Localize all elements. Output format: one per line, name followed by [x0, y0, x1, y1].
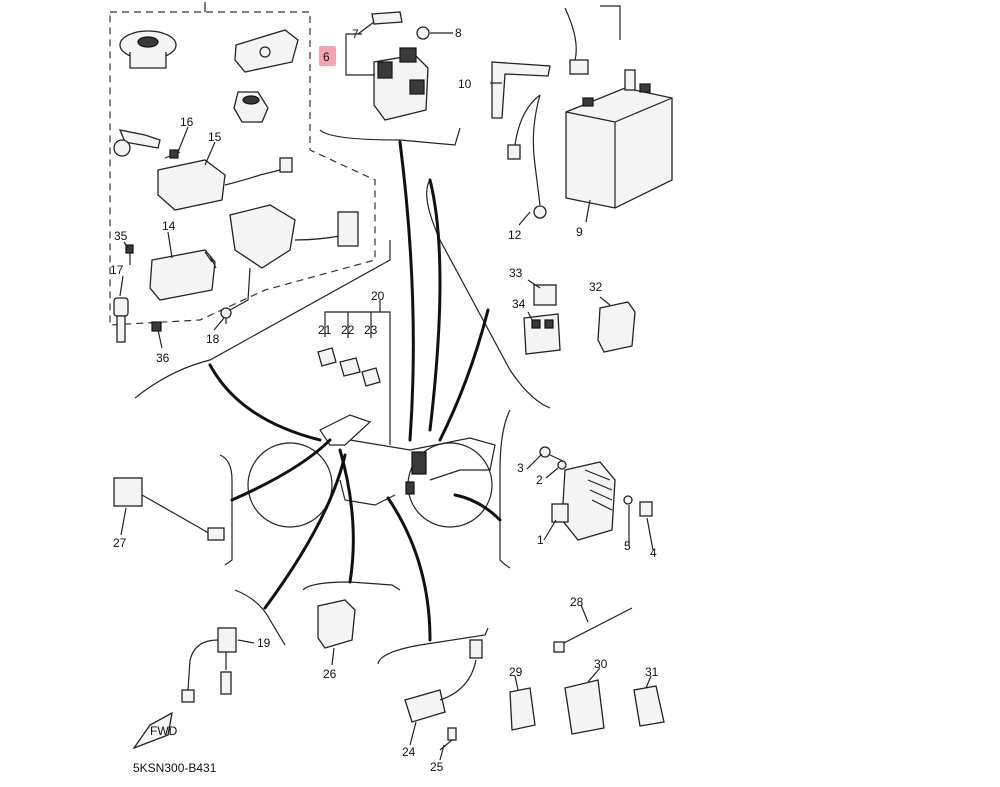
screw-36: [151, 321, 162, 332]
clip-4: [639, 501, 653, 517]
bolt-16: [169, 149, 179, 159]
callout-9[interactable]: 9: [576, 225, 583, 239]
main-switch-cover: [119, 30, 177, 69]
relay-26: [317, 599, 356, 649]
callout-7[interactable]: 7: [352, 27, 359, 41]
cable-tie-28: [553, 607, 633, 653]
callout-22[interactable]: 22: [341, 323, 355, 337]
callout-2[interactable]: 2: [536, 473, 543, 487]
callout-20[interactable]: 20: [371, 289, 385, 303]
clamp-29: [509, 687, 536, 731]
rectifier-regulator: [551, 461, 616, 541]
callout-32[interactable]: 32: [589, 280, 603, 294]
fwd-label: FWD: [150, 724, 178, 738]
key-17: [113, 297, 129, 343]
callout-19[interactable]: 19: [257, 636, 271, 650]
connector-23: [361, 367, 381, 387]
cdi-unit: [149, 249, 217, 301]
relay-33: [533, 284, 557, 306]
callout-27[interactable]: 27: [113, 536, 127, 550]
callout-10[interactable]: 10: [458, 77, 472, 91]
callout-25[interactable]: 25: [430, 760, 444, 774]
ignition-group-frame: [109, 2, 376, 326]
callout-16[interactable]: 16: [180, 115, 194, 129]
bolt-3: [539, 446, 566, 463]
battery-lead-12: [507, 94, 547, 219]
callout-30[interactable]: 30: [594, 657, 608, 671]
callout-24[interactable]: 24: [402, 745, 416, 759]
washer-5: [623, 495, 633, 505]
screw-35: [125, 244, 134, 265]
connector-21: [317, 347, 337, 367]
washer-2: [557, 460, 567, 470]
highlight-marker: [319, 46, 336, 66]
switch-24: [404, 639, 483, 723]
battery: [565, 69, 673, 209]
callout-15[interactable]: 15: [208, 130, 222, 144]
group-borders: [134, 127, 551, 665]
leader-lines: [119, 21, 654, 761]
battery-band: [491, 61, 551, 119]
callout-6[interactable]: 6: [323, 50, 330, 64]
callout-18[interactable]: 18: [206, 332, 220, 346]
fuse-7: [371, 11, 403, 25]
callout-17[interactable]: 17: [110, 263, 124, 277]
seat-lock-bracket: [234, 29, 299, 73]
flasher-relay-32: [597, 301, 636, 353]
callout-36[interactable]: 36: [156, 351, 170, 365]
clamp-31: [633, 685, 665, 727]
callout-28[interactable]: 28: [570, 595, 584, 609]
motorcycle-outline: [247, 414, 496, 528]
screw-18: [220, 307, 232, 324]
callout-26[interactable]: 26: [323, 667, 337, 681]
key-cylinder: [233, 91, 269, 123]
cap-8: [416, 26, 430, 40]
sensor-27: [113, 477, 225, 541]
callout-1[interactable]: 1: [537, 533, 544, 547]
diagram-code: 5KSN300-B431: [133, 761, 217, 775]
harness-lines: [208, 140, 502, 642]
battery-cable-top: [564, 5, 621, 75]
fwd-arrow-icon: FWD: [132, 711, 178, 750]
callout-23[interactable]: 23: [364, 323, 378, 337]
callout-8[interactable]: 8: [455, 26, 462, 40]
callout-12[interactable]: 12: [508, 228, 522, 242]
callout-31[interactable]: 31: [645, 665, 659, 679]
clamp-30: [564, 679, 605, 735]
callout-14[interactable]: 14: [162, 219, 176, 233]
connector-22: [339, 357, 361, 377]
screw-25: [439, 727, 457, 751]
callout-34[interactable]: 34: [512, 297, 526, 311]
starter-relay: [373, 47, 429, 121]
callout-4[interactable]: 4: [650, 546, 657, 560]
switch-19: [181, 627, 237, 703]
callout-5[interactable]: 5: [624, 539, 631, 553]
callout-3[interactable]: 3: [517, 461, 524, 475]
callout-21[interactable]: 21: [318, 323, 332, 337]
relay-34: [523, 313, 561, 355]
main-switch-body: [157, 151, 293, 211]
handlebar-switch: [229, 204, 359, 311]
callout-labels: 1 2 3 4 5 6 7 8 9 10 12 14 15 16 17 18 1…: [110, 26, 659, 774]
callout-35[interactable]: 35: [114, 229, 128, 243]
callout-29[interactable]: 29: [509, 665, 523, 679]
ignition-key-part: [113, 129, 161, 157]
callout-33[interactable]: 33: [509, 266, 523, 280]
